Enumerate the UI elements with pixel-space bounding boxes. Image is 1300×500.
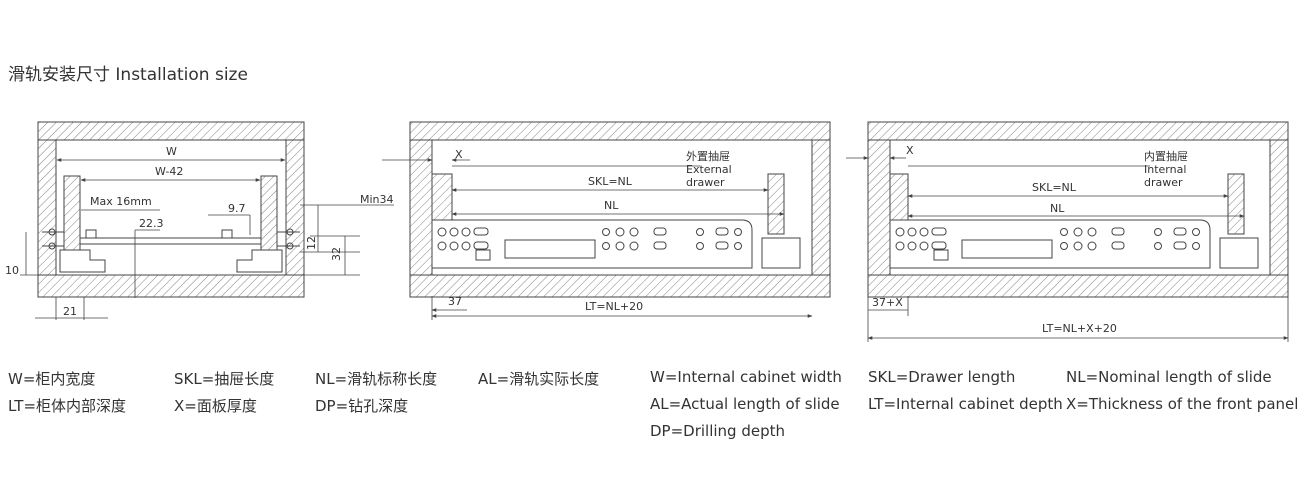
int-label-cn: 内置抽屉 bbox=[1144, 149, 1188, 163]
int-clip bbox=[933, 249, 949, 261]
ext-front-wall bbox=[811, 139, 831, 276]
int-rear-bracket bbox=[1219, 237, 1259, 269]
external-view-labels: X 外置抽屉 External drawer SKL=NL NL 37 LT=N… bbox=[448, 148, 732, 313]
front-bottom-panel bbox=[37, 274, 305, 298]
label-w: W bbox=[166, 145, 177, 158]
legend-en-al: AL=Actual length of slide bbox=[650, 395, 840, 413]
label-max16: Max 16mm bbox=[90, 195, 152, 208]
legend-cn-x: X=面板厚度 bbox=[174, 397, 257, 415]
front-slide-left bbox=[59, 249, 106, 273]
front-drawer-right-side bbox=[260, 175, 278, 251]
external-view-drawing bbox=[409, 121, 831, 298]
legend-cn-row-1: W=柜内宽度 SKL=抽屉长度 NL=滑轨标称长度 AL=滑轨实际长度 bbox=[0, 368, 650, 390]
int-label-nl: NL bbox=[1050, 202, 1065, 215]
label-10: 10 bbox=[5, 264, 19, 277]
front-top-panel bbox=[37, 121, 305, 141]
front-clip-left bbox=[85, 229, 97, 239]
int-label-lt: LT=NL+X+20 bbox=[1042, 322, 1117, 335]
int-back-wall bbox=[867, 139, 891, 276]
legend-cn-row-2: LT=柜体内部深度 X=面板厚度 DP=钻孔深度 bbox=[0, 395, 650, 417]
legend-cn-dp: DP=钻孔深度 bbox=[315, 397, 409, 415]
front-view-labels: W W-42 Max 16mm 22.3 9.7 Min34 12 32 10 … bbox=[5, 145, 394, 318]
int-label-en2: drawer bbox=[1144, 176, 1183, 189]
external-view-dimensions bbox=[382, 158, 813, 320]
front-right-wall bbox=[285, 139, 305, 276]
legend-cn-w: W=柜内宽度 bbox=[8, 370, 96, 388]
int-drawer-back bbox=[1227, 173, 1245, 235]
legend-en-lt: LT=Internal cabinet depth bbox=[868, 395, 1063, 413]
int-label-skl: SKL=NL bbox=[1032, 181, 1077, 194]
legend-cn-lt: LT=柜体内部深度 bbox=[8, 397, 127, 415]
front-drawer-bottom bbox=[79, 237, 262, 245]
ext-label-en1: External bbox=[686, 163, 732, 176]
legend-en-nl: NL=Nominal length of slide bbox=[1066, 368, 1272, 386]
front-clip-right bbox=[221, 229, 233, 239]
legend-en-skl: SKL=Drawer length bbox=[868, 368, 1016, 386]
legend-en-x: X=Thickness of the front panel bbox=[1066, 395, 1299, 413]
label-223: 22.3 bbox=[139, 217, 164, 230]
ext-slide-holes bbox=[437, 227, 742, 251]
legend-en-w: W=Internal cabinet width bbox=[650, 368, 842, 386]
ext-rear-bracket bbox=[761, 237, 801, 269]
page-title: 滑轨安装尺寸 Installation size bbox=[8, 65, 248, 85]
legend-en-row-3: DP=Drilling depth bbox=[650, 422, 1295, 444]
front-drawer-left-side bbox=[63, 175, 81, 251]
int-label-37x: 37+X bbox=[872, 296, 903, 309]
front-screws bbox=[42, 228, 300, 250]
label-97: 9.7 bbox=[228, 202, 246, 215]
legend-en-dp: DP=Drilling depth bbox=[650, 422, 786, 440]
internal-view-labels: X 内置抽屉 Internal drawer SKL=NL NL 37+X LT… bbox=[872, 144, 1188, 335]
ext-top-panel bbox=[409, 121, 831, 141]
ext-label-x: X bbox=[455, 148, 463, 161]
installation-drawings: W W-42 Max 16mm 22.3 9.7 Min34 12 32 10 … bbox=[5, 121, 1289, 342]
ext-label-nl: NL bbox=[604, 199, 619, 212]
ext-label-skl: SKL=NL bbox=[588, 175, 633, 188]
legend-cn-skl: SKL=抽屉长度 bbox=[174, 370, 275, 388]
ext-bottom-panel bbox=[409, 274, 831, 298]
ext-drawer-back bbox=[767, 173, 785, 235]
ext-clip bbox=[475, 249, 491, 261]
int-label-x: X bbox=[906, 144, 914, 157]
legend-cn-al: AL=滑轨实际长度 bbox=[478, 370, 600, 388]
legend-en-row-1: W=Internal cabinet width SKL=Drawer leng… bbox=[650, 368, 1295, 390]
front-left-wall bbox=[37, 139, 57, 276]
int-top-panel bbox=[867, 121, 1289, 141]
legend-en-row-2: AL=Actual length of slide LT=Internal ca… bbox=[650, 395, 1299, 417]
front-view-drawing bbox=[37, 121, 305, 298]
ext-label-en2: drawer bbox=[686, 176, 725, 189]
ext-label-cn: 外置抽屉 bbox=[686, 149, 730, 163]
int-bottom-panel bbox=[867, 274, 1289, 298]
label-12: 12 bbox=[305, 236, 318, 250]
int-label-en1: Internal bbox=[1144, 163, 1186, 176]
ext-label-lt: LT=NL+20 bbox=[585, 300, 643, 313]
ext-label-37: 37 bbox=[448, 295, 462, 308]
front-slide-right bbox=[236, 249, 283, 273]
label-min34: Min34 bbox=[360, 193, 394, 206]
label-21: 21 bbox=[63, 305, 77, 318]
legend-cn-nl: NL=滑轨标称长度 bbox=[315, 370, 438, 388]
label-32: 32 bbox=[330, 247, 343, 261]
int-front-wall bbox=[1269, 139, 1289, 276]
int-slide-holes bbox=[895, 227, 1200, 251]
label-w42: W-42 bbox=[155, 165, 183, 178]
front-view-dimensions bbox=[20, 158, 394, 320]
internal-view-drawing bbox=[867, 121, 1289, 298]
internal-view-dimensions bbox=[846, 156, 1289, 342]
